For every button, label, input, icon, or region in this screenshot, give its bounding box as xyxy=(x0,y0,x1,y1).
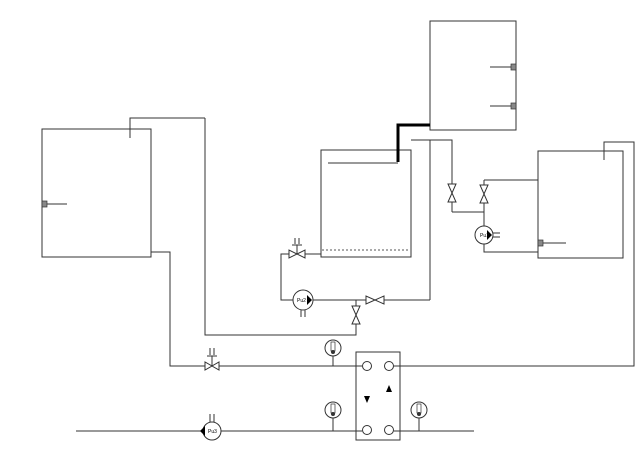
valve-vertical[interactable] xyxy=(351,305,361,325)
thermometer-bottom-left-icon xyxy=(324,401,342,419)
pump-pu2-label: Pu2 xyxy=(297,298,306,304)
valve-pu1-right[interactable] xyxy=(479,184,489,204)
thermometer-bottom-right-icon xyxy=(410,401,428,419)
pipes xyxy=(76,118,538,432)
thermometer-top-icon xyxy=(324,339,342,357)
pump-pu1-label: Pu1 xyxy=(480,233,489,239)
valve-mid-left[interactable] xyxy=(288,238,306,259)
tank-left[interactable] xyxy=(41,117,205,258)
heat-exchanger[interactable] xyxy=(355,351,401,441)
pump-pu2[interactable]: Pu2 xyxy=(292,289,314,317)
tank-right[interactable] xyxy=(400,141,635,367)
valve-left-line[interactable] xyxy=(204,348,220,371)
pump-pu3-label: Pu3 xyxy=(208,429,217,435)
tank-top[interactable] xyxy=(429,20,517,131)
valve-horizontal[interactable] xyxy=(365,295,385,305)
tank-middle[interactable] xyxy=(320,149,412,258)
flow-up-arrow-icon xyxy=(386,385,392,392)
main-feed-pipe xyxy=(396,123,430,162)
pump-pu3[interactable]: Pu3 xyxy=(200,414,222,441)
pump-pu1[interactable]: Pu1 xyxy=(474,225,500,245)
valve-pu1-left[interactable] xyxy=(447,183,457,203)
flow-down-arrow-icon xyxy=(364,396,370,403)
